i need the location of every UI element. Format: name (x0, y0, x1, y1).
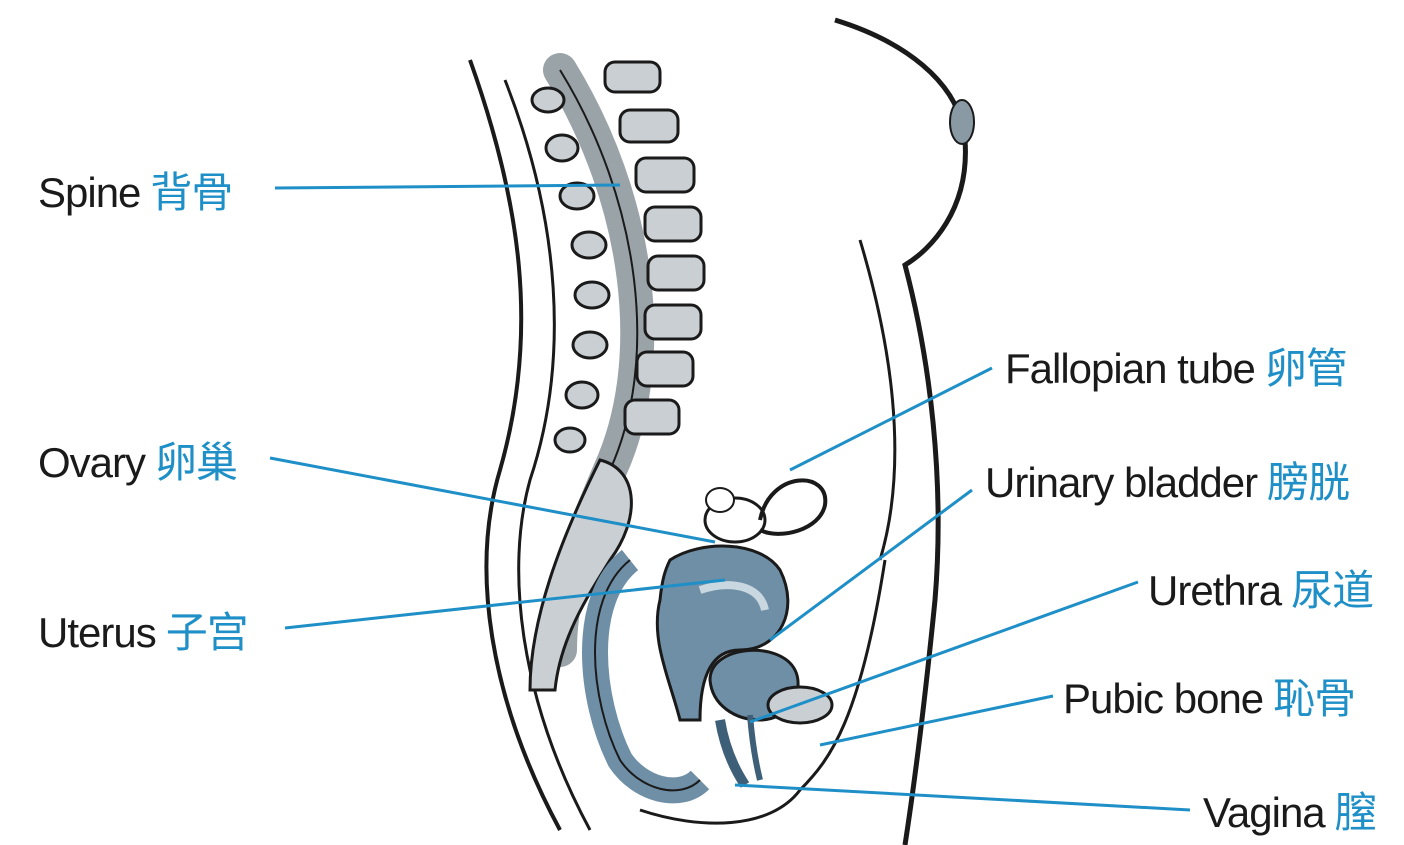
leader-ovary (270, 458, 715, 542)
front-outline (835, 20, 965, 845)
urethra-canal (750, 715, 760, 780)
abdomen-inner (860, 240, 895, 560)
nipple (950, 100, 974, 144)
leader-vagina (735, 785, 1190, 810)
leader-pubic (820, 696, 1053, 745)
fallopian-tube-shape (760, 480, 825, 533)
leader-bladder (770, 490, 972, 640)
back-outline (470, 60, 560, 830)
vagina-canal (720, 720, 745, 785)
